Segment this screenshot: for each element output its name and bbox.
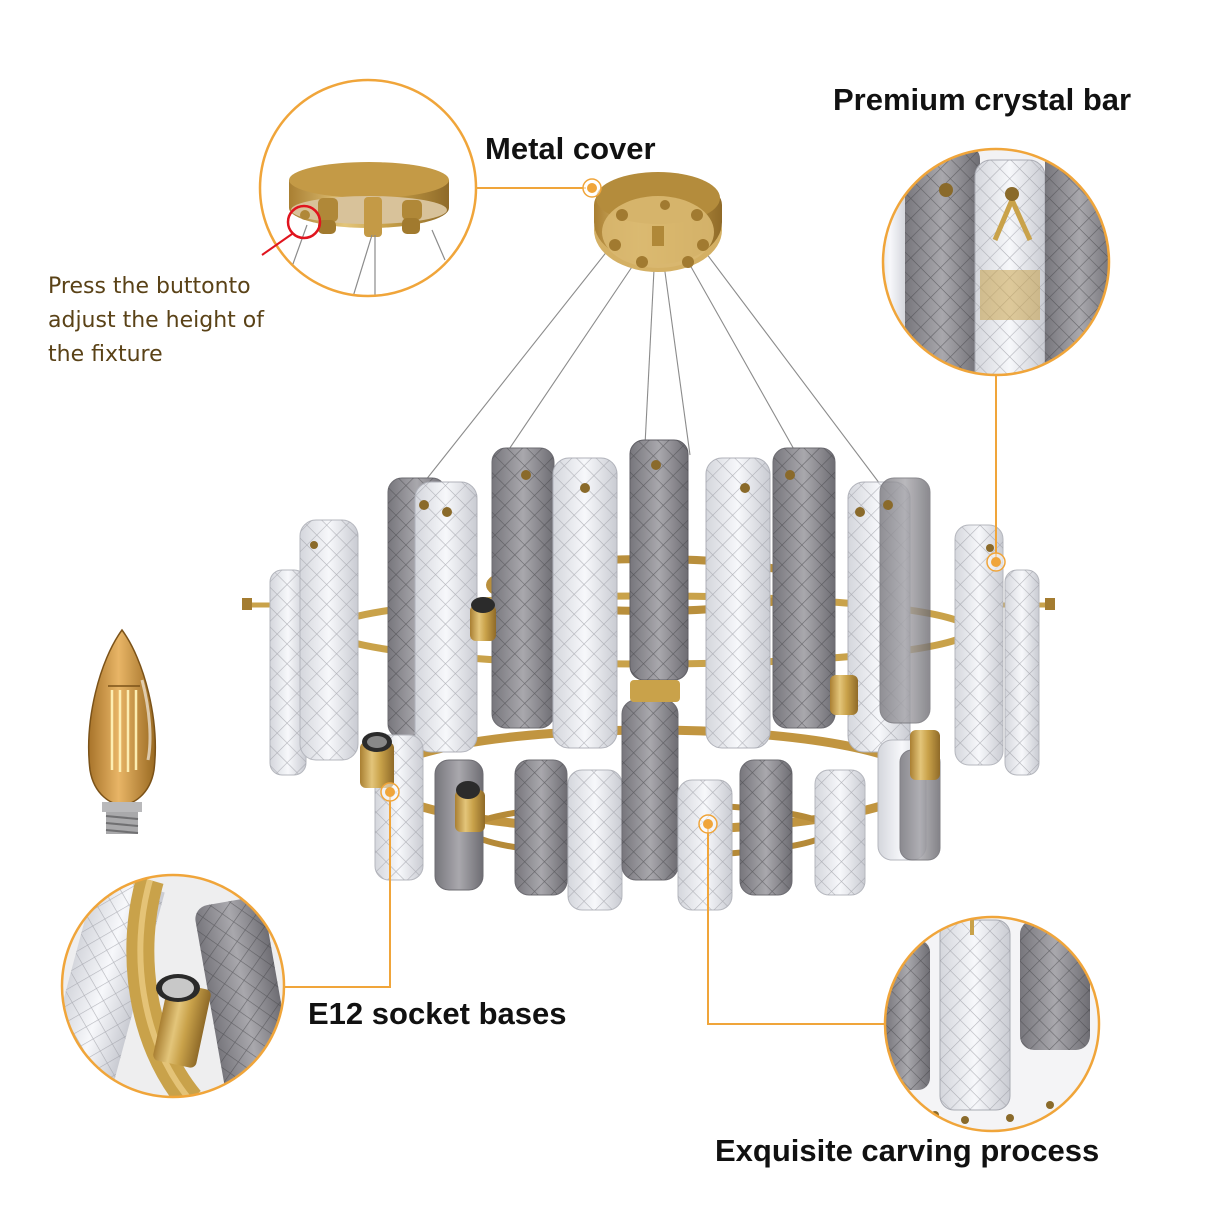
suspension-wires [409, 244, 893, 501]
callout-leaders [284, 187, 997, 1025]
note-line: the fixture [48, 342, 163, 367]
metal-cover-dot-icon [587, 183, 597, 193]
crystal-bar-dot-icon [991, 557, 1001, 567]
note-line: adjust the height of [48, 308, 265, 333]
socket-detail-circle [60, 873, 286, 1099]
socket-leader [284, 795, 391, 988]
carving-detail-circle [883, 915, 1101, 1133]
height-adjust-note: Press the buttonto adjust the height of … [48, 270, 308, 372]
socket-bases-label: E12 socket bases [308, 996, 567, 1031]
ceiling-canopy-icon [594, 172, 722, 272]
metal-cover-label: Metal cover [485, 131, 656, 166]
socket-dot-icon [385, 787, 395, 797]
note-line: Press the buttonto [48, 274, 251, 299]
candelabra-bulb-icon [87, 628, 157, 834]
carving-process-label: Exquisite carving process [715, 1133, 1100, 1168]
adjust-button-highlight [286, 204, 322, 240]
premium-crystal-label: Premium crystal bar [833, 82, 1132, 117]
carving-leader [707, 826, 885, 1025]
callout-dots [380, 178, 1006, 834]
crystal-bar-detail-circle [881, 147, 1111, 377]
carving-dot-icon [703, 819, 713, 829]
chandelier-body [242, 439, 1055, 911]
bulb-sockets [360, 597, 940, 832]
